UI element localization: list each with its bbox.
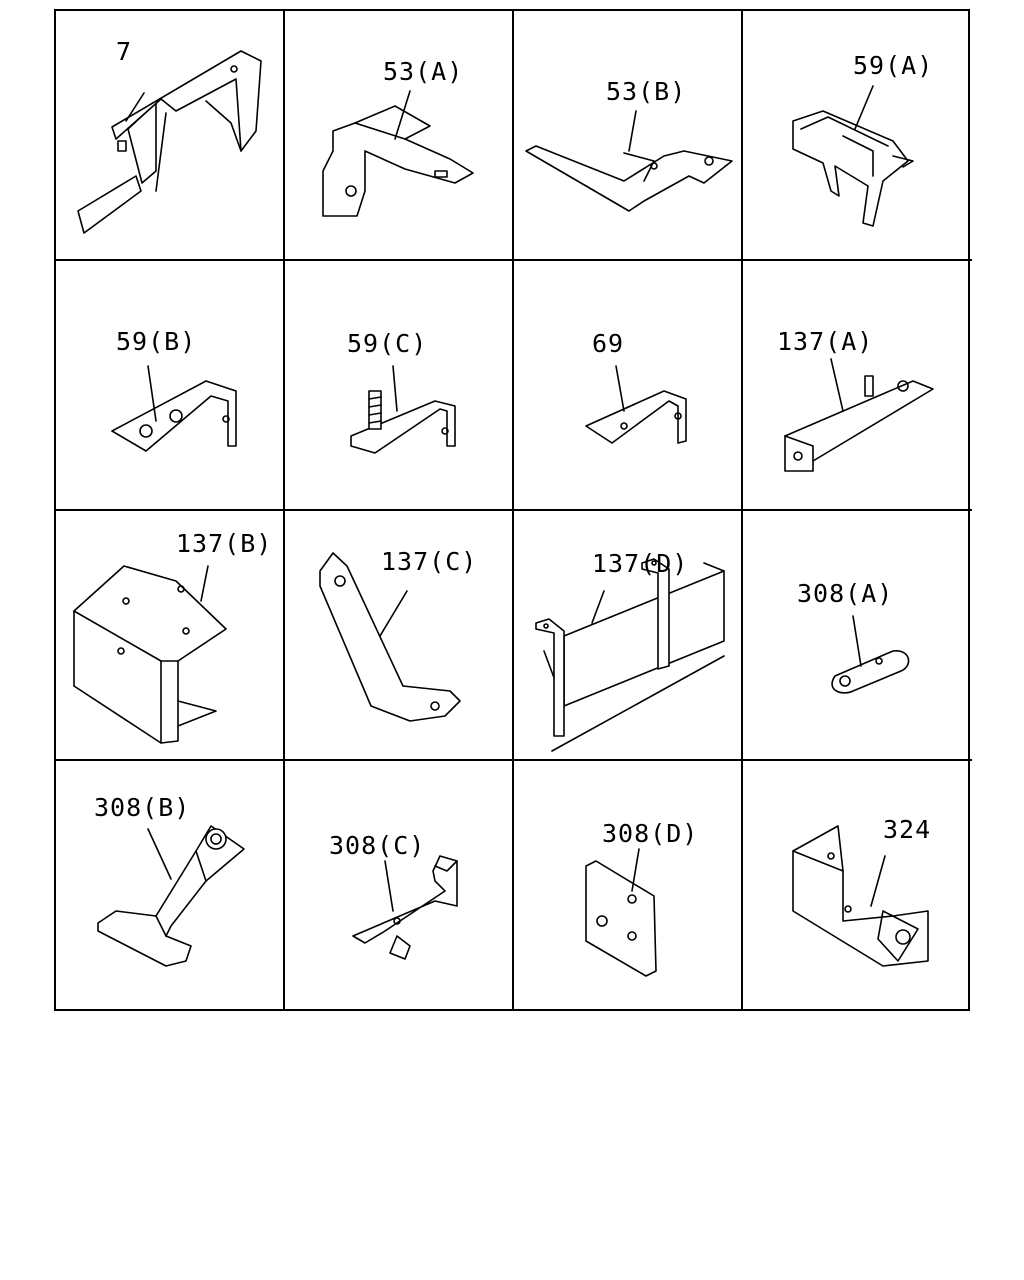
leader-line [394, 90, 411, 140]
part-cell-53a: 53(A) [285, 11, 514, 261]
part-label: 59(A) [853, 51, 934, 80]
part-label: 59(C) [347, 329, 428, 358]
part-label: 308(C) [329, 831, 426, 860]
leader-line [147, 365, 157, 422]
parts-grid: 7 53(A) 53(B) 59(A) [54, 9, 972, 1011]
part-label: 137(D) [592, 549, 689, 578]
part-label: 308(D) [602, 819, 699, 848]
bracket-137a-drawing [784, 358, 934, 472]
leader-line [628, 110, 637, 152]
part-cell-137c: 137(C) [285, 511, 514, 761]
part-label: 324 [883, 815, 932, 844]
bracket-53b-drawing [525, 110, 733, 212]
part-label: 53(B) [606, 77, 687, 106]
part-cell-69: 69 [514, 261, 743, 511]
bracket-308c-drawing [352, 855, 458, 960]
leader-line [200, 565, 209, 602]
bracket-59c-drawing [350, 365, 456, 454]
part-cell-137a: 137(A) [743, 261, 972, 511]
part-label: 137(C) [381, 547, 478, 576]
part-cell-59a: 59(A) [743, 11, 972, 261]
part-label: 59(B) [116, 327, 197, 356]
leader-line [870, 855, 886, 907]
part-cell-59c: 59(C) [285, 261, 514, 511]
bracket-308a-drawing [831, 615, 910, 694]
bracket-324-drawing [792, 825, 929, 967]
leader-line [147, 828, 172, 880]
leader-line [631, 848, 640, 892]
leader-line [854, 85, 874, 130]
leader-line [615, 365, 625, 412]
bracket-59b-drawing [111, 365, 237, 452]
part-cell-59b: 59(B) [56, 261, 285, 511]
part-cell-324: 324 [743, 761, 972, 1011]
bracket-137d-drawing [535, 558, 725, 752]
part-cell-137d: 137(D) [514, 511, 743, 761]
leader-line [125, 92, 145, 122]
part-label: 137(A) [777, 327, 874, 356]
part-label: 53(A) [383, 57, 464, 86]
bracket-137c-drawing [319, 552, 461, 722]
part-cell-308b: 308(B) [56, 761, 285, 1011]
part-cell-137b: 137(B) [56, 511, 285, 761]
bracket-53a-drawing [322, 90, 474, 217]
bracket-137b-drawing [73, 565, 227, 744]
bracket-59a-drawing [792, 85, 914, 227]
part-cell-308d: 308(D) [514, 761, 743, 1011]
part-label: 7 [116, 37, 133, 66]
leader-line [392, 365, 398, 412]
leader-line [591, 590, 605, 624]
leader-line [830, 358, 844, 412]
part-label: 69 [592, 329, 625, 358]
part-cell-53b: 53(B) [514, 11, 743, 261]
part-cell-308a: 308(A) [743, 511, 972, 761]
bracket-308d-drawing [585, 848, 657, 977]
part-cell-308c: 308(C) [285, 761, 514, 1011]
leader-line [852, 615, 862, 667]
part-label: 308(B) [94, 793, 191, 822]
part-cell-7: 7 [56, 11, 285, 261]
bracket-308b-drawing [97, 825, 245, 967]
leader-line [379, 590, 408, 637]
part-label: 137(B) [176, 529, 273, 558]
leader-line [384, 860, 394, 912]
bracket-69-drawing [585, 365, 687, 444]
part-label: 308(A) [797, 579, 894, 608]
bracket-7-drawing [77, 50, 262, 234]
